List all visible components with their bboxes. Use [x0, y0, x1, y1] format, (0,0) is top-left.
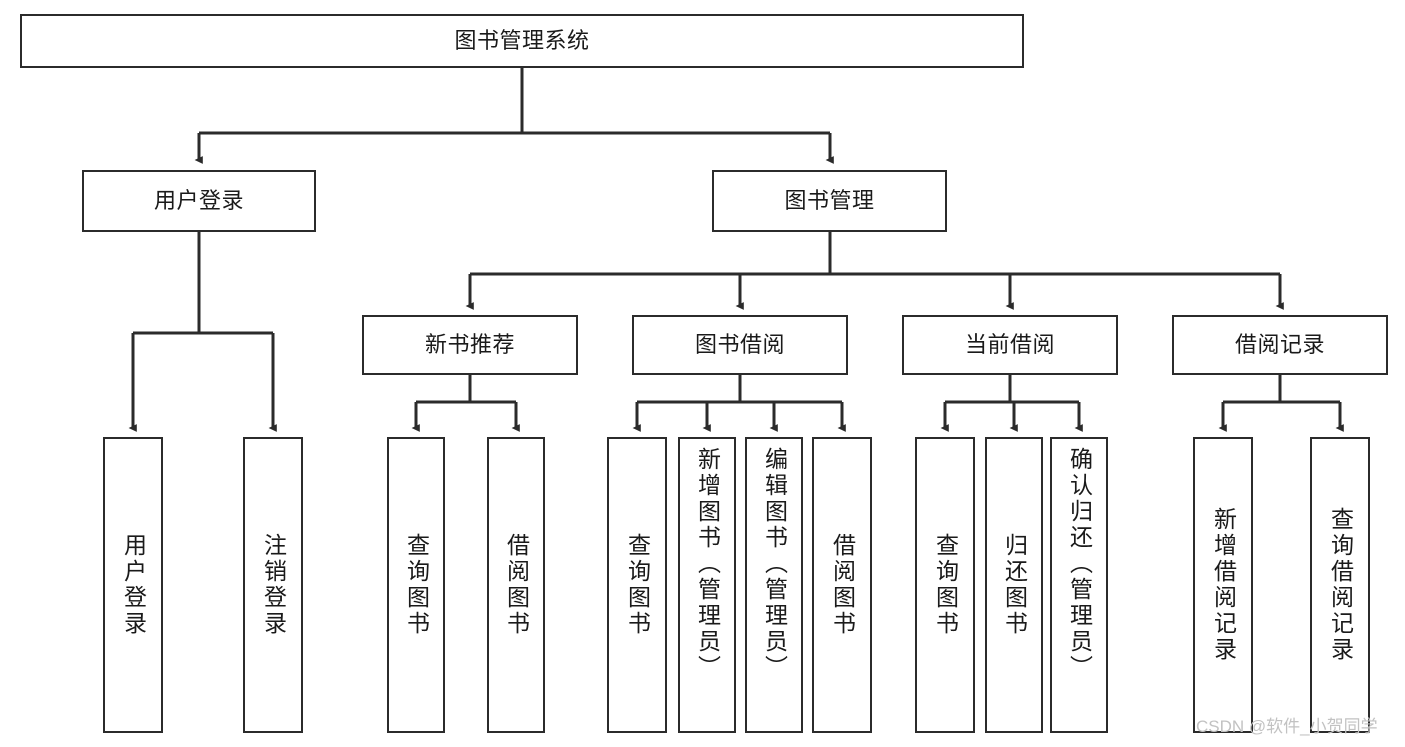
- node-leaf-confirm-return-label: 确认归还（管理员）: [1066, 447, 1093, 681]
- node-leaf-query-book-cur[interactable]: 查询图书: [915, 437, 975, 733]
- node-leaf-edit-book-label: 编辑图书（管理员）: [761, 447, 788, 681]
- node-user-login-label: 用户登录: [153, 188, 244, 214]
- node-book-manage[interactable]: 图书管理: [712, 170, 947, 232]
- node-leaf-add-record-label: 新增借阅记录: [1210, 507, 1237, 663]
- node-new-book-rec-label: 新书推荐: [424, 332, 515, 358]
- node-leaf-add-record[interactable]: 新增借阅记录: [1193, 437, 1253, 733]
- node-leaf-borrow-book-label: 借阅图书: [829, 533, 856, 637]
- node-leaf-logout-label: 注销登录: [260, 533, 287, 637]
- node-leaf-query-book-rec[interactable]: 查询图书: [387, 437, 445, 733]
- node-leaf-borrow-book-rec-label: 借阅图书: [503, 533, 530, 637]
- node-leaf-user-login[interactable]: 用户登录: [103, 437, 163, 733]
- node-root-label: 图书管理系统: [454, 28, 590, 54]
- node-leaf-query-record[interactable]: 查询借阅记录: [1310, 437, 1370, 733]
- node-leaf-borrow-book-rec[interactable]: 借阅图书: [487, 437, 545, 733]
- node-leaf-add-book-label: 新增图书（管理员）: [694, 447, 721, 681]
- node-leaf-query-book-borrow[interactable]: 查询图书: [607, 437, 667, 733]
- node-leaf-query-book-cur-label: 查询图书: [932, 533, 959, 637]
- node-leaf-add-book[interactable]: 新增图书（管理员）: [678, 437, 736, 733]
- node-root[interactable]: 图书管理系统: [20, 14, 1024, 68]
- node-leaf-query-record-label: 查询借阅记录: [1327, 507, 1354, 663]
- node-leaf-confirm-return[interactable]: 确认归还（管理员）: [1050, 437, 1108, 733]
- node-borrow-record-label: 借阅记录: [1234, 332, 1325, 358]
- node-new-book-rec[interactable]: 新书推荐: [362, 315, 578, 375]
- node-leaf-query-book-borrow-label: 查询图书: [624, 533, 651, 637]
- node-book-manage-label: 图书管理: [784, 188, 875, 214]
- node-current-borrow-label: 当前借阅: [964, 332, 1055, 358]
- node-book-borrow[interactable]: 图书借阅: [632, 315, 848, 375]
- node-current-borrow[interactable]: 当前借阅: [902, 315, 1118, 375]
- node-book-borrow-label: 图书借阅: [694, 332, 785, 358]
- node-leaf-logout[interactable]: 注销登录: [243, 437, 303, 733]
- node-leaf-user-login-label: 用户登录: [120, 533, 147, 637]
- node-borrow-record[interactable]: 借阅记录: [1172, 315, 1388, 375]
- node-leaf-borrow-book[interactable]: 借阅图书: [812, 437, 872, 733]
- watermark-text: CSDN @软件_小贺同学: [1196, 717, 1378, 736]
- node-leaf-query-book-rec-label: 查询图书: [403, 533, 430, 637]
- node-leaf-return-book-label: 归还图书: [1001, 533, 1028, 637]
- node-leaf-return-book[interactable]: 归还图书: [985, 437, 1043, 733]
- node-leaf-edit-book[interactable]: 编辑图书（管理员）: [745, 437, 803, 733]
- node-user-login[interactable]: 用户登录: [82, 170, 316, 232]
